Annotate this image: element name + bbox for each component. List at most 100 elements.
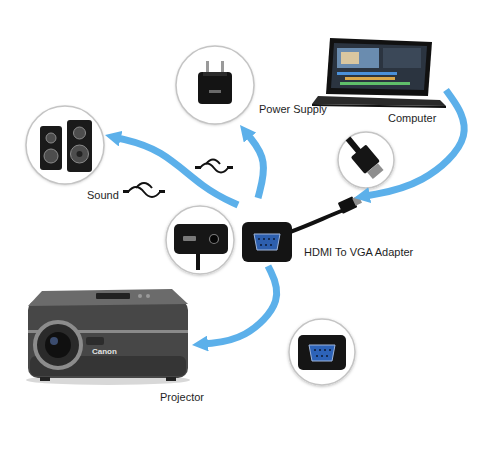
callout-circle-outline	[176, 46, 254, 124]
laptop-icon-part	[383, 48, 421, 68]
speaker-icon-part	[74, 127, 86, 139]
adapter-side-detail-part	[183, 236, 196, 241]
vga-port-detail-part-part	[326, 355, 328, 357]
laptop-icon-part	[337, 48, 379, 68]
device-node: Power Supply	[175, 45, 255, 125]
device-node: Projector	[20, 285, 192, 385]
connection-arrow	[118, 138, 238, 205]
projector-illustration-part	[138, 294, 142, 298]
vga-port-detail-part-part	[314, 349, 316, 351]
device-node: Sound	[25, 105, 105, 185]
projector-illustration-part	[35, 322, 81, 368]
laptop-icon-part	[331, 43, 427, 90]
charger-icon-part	[206, 61, 209, 73]
charger-icon-part	[198, 72, 232, 104]
adapter-side-detail-part	[196, 254, 200, 270]
laptop-icon-part	[337, 72, 397, 75]
callout-circles-part	[176, 46, 254, 124]
hdmi-vga-adapter-part	[290, 210, 344, 232]
audio-cable-icon-part	[136, 183, 152, 188]
speaker-icon-part	[67, 120, 92, 172]
projector-illustration-part	[96, 293, 130, 299]
speaker-icon-part	[77, 151, 83, 157]
hdmi-vga-adapter-part-part	[352, 196, 362, 206]
projector-illustration-part	[40, 377, 50, 381]
brand-mark: Canon	[92, 347, 117, 357]
callout-circle	[25, 105, 105, 185]
device-label: Power Supply	[259, 103, 327, 116]
vga-port-detail-part-part	[324, 349, 326, 351]
audio-cable-icon-part	[159, 190, 165, 193]
laptop-icon-part	[341, 52, 359, 64]
device-label: Sound	[87, 189, 119, 202]
laptop-icon-part	[340, 82, 410, 85]
vga-port-detail-part	[298, 335, 346, 370]
hdmi-vga-adapter-part-part	[265, 244, 267, 246]
callout-circle	[175, 45, 255, 125]
hdmi-vga-adapter-part-part	[260, 244, 262, 246]
laptop-icon-part	[312, 104, 446, 108]
connection-arrow	[248, 135, 263, 198]
projector-illustration-part	[28, 289, 188, 306]
adapter-side-detail-part	[210, 235, 219, 244]
charger-icon-part	[203, 72, 227, 76]
hdmi-vga-adapter-part-part	[270, 244, 272, 246]
projector-illustration-part	[146, 294, 150, 298]
device-node: HDMI To VGA Adapter	[238, 198, 417, 266]
vga-port-detail-part-part	[321, 355, 323, 357]
charger-icon	[198, 61, 232, 104]
laptop-icon	[312, 38, 446, 108]
hdmi-vga-adapter-part	[254, 234, 280, 250]
projector-illustration-part	[166, 377, 176, 381]
vga-port-detail	[298, 335, 346, 370]
audio-cable-icon-part	[128, 187, 160, 197]
audio-cable-icon	[123, 183, 165, 197]
device-node: Computer	[312, 35, 446, 108]
projector-illustration-part	[86, 337, 104, 345]
vga-port-detail-part-part	[329, 349, 331, 351]
vga-port-detail-part-part	[319, 349, 321, 351]
adapter-side-detail-part	[174, 224, 228, 254]
speaker-icon	[40, 120, 92, 172]
speaker-icon-part	[46, 133, 56, 143]
callout-circles-part	[338, 132, 394, 188]
hdmi-vga-adapter-part-part	[263, 238, 265, 240]
device-label: Computer	[388, 112, 436, 125]
speaker-icon-part	[40, 126, 62, 170]
usb-cable-icon-part	[206, 160, 220, 165]
projector-illustration-part	[50, 337, 58, 345]
hdmi-vga-adapter-part	[338, 194, 363, 214]
usb-cable-icon-part	[195, 166, 201, 169]
usb-cable-icon-part	[227, 166, 233, 169]
hdmi-plug-detail-part	[367, 163, 384, 179]
callout-circle-outline	[26, 106, 104, 184]
callout-circles-part	[289, 319, 355, 385]
usb-cable-icon	[195, 160, 233, 173]
hdmi-vga-adapter-part	[242, 222, 292, 262]
callout-circles-part	[26, 106, 104, 184]
connection-arrow	[205, 266, 277, 344]
laptop-icon-part	[345, 77, 395, 80]
projector-illustration	[26, 289, 190, 385]
hdmi-plug-detail	[340, 132, 386, 181]
hdmi-vga-adapter-part-part	[268, 238, 270, 240]
charger-icon-part	[209, 90, 221, 93]
charger-icon-part	[221, 61, 224, 73]
adapter-side-detail	[174, 224, 228, 270]
vga-port-detail-part-part	[316, 355, 318, 357]
vga-port-detail-part	[309, 345, 335, 361]
callout-circles-part	[166, 206, 234, 274]
connection-arrow	[367, 90, 464, 196]
audio-cable-icon-part	[123, 190, 129, 193]
usb-cable-icon-part	[200, 164, 228, 173]
projector-illustration-part	[28, 300, 188, 378]
vga-port-detail-part	[314, 349, 331, 357]
projector-illustration-part	[45, 332, 71, 358]
hdmi-vga-adapter-part	[258, 238, 275, 246]
laptop-icon-part	[326, 38, 432, 96]
hdmi-vga-adapter-part-part	[258, 238, 260, 240]
device-label: Projector	[160, 391, 204, 404]
hdmi-vga-adapter-part-part	[273, 238, 275, 240]
device-label: HDMI To VGA Adapter	[304, 246, 413, 259]
